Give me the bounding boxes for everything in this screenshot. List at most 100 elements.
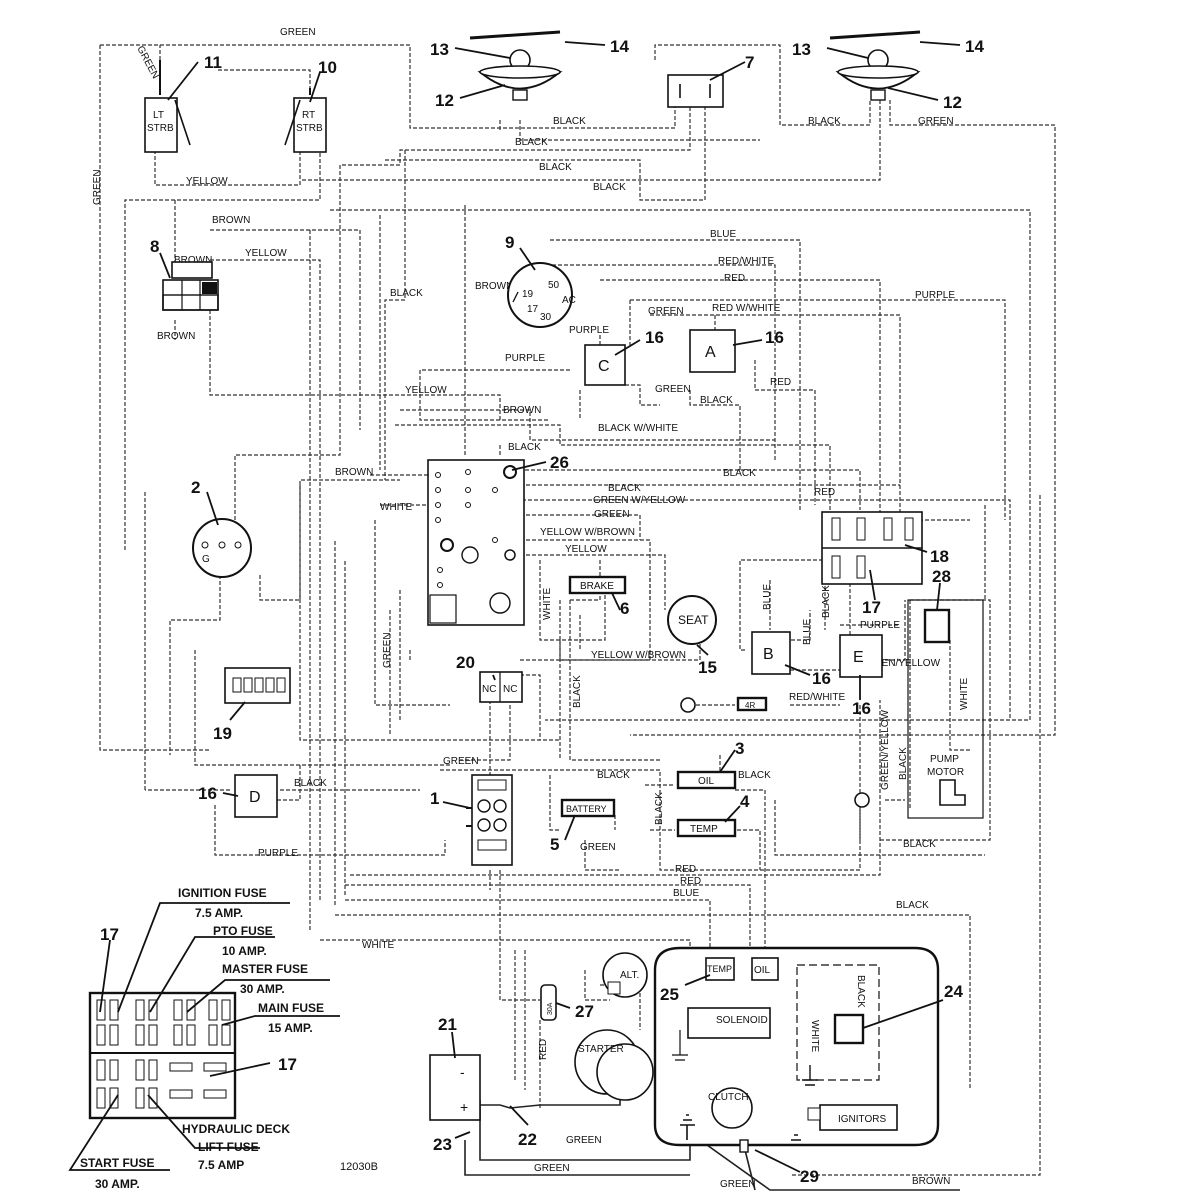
callout-number: 11 [204, 53, 222, 72]
callout-number: 15 [698, 658, 717, 677]
wire-label: GREEN [594, 509, 630, 520]
ignitors: IGNITORS [807, 1104, 898, 1131]
fuse-legend-rating: 15 AMP. [268, 1021, 313, 1035]
wire-label: GREEN [566, 1135, 602, 1146]
wire-label: RED [538, 1039, 549, 1060]
callout-number: 14 [610, 37, 629, 56]
wire-label: BLACK [898, 747, 909, 780]
fuse-legend-name: MASTER FUSE [222, 962, 308, 976]
svg-text:CLUTCH: CLUTCH [708, 1092, 749, 1103]
wire-label: GREEN [648, 306, 684, 317]
callout-number: 4 [740, 792, 750, 811]
battery-cables [464, 1090, 960, 1191]
wire-label: PURPLE [860, 620, 900, 631]
svg-text:BRAKE: BRAKE [580, 581, 614, 592]
svg-text:30: 30 [540, 312, 552, 323]
callout-number: 17 [278, 1055, 297, 1074]
svg-text:17: 17 [527, 304, 539, 315]
wire-label: BLACK [294, 778, 327, 789]
svg-text:SOLENOID: SOLENOID [716, 1015, 768, 1026]
svg-text:STARTER: STARTER [578, 1044, 624, 1055]
wire-label: WHITE [380, 502, 413, 513]
wire-label: GREEN [655, 384, 691, 395]
wire-label: GREEN/YELLOW [880, 709, 891, 790]
svg-text:BATTERY: BATTERY [566, 804, 607, 814]
drawing-number: 12030B [340, 1161, 378, 1173]
right-strobe-light: RT STRB [284, 88, 327, 153]
wire-label: GREEN/YELLOW [860, 658, 941, 669]
wire-label: RED [724, 273, 745, 284]
relay-b: B [751, 631, 791, 675]
relay-a: A [689, 329, 736, 373]
svg-text:RT: RT [302, 110, 315, 121]
main-connector [466, 774, 513, 866]
hour-meter: G [192, 518, 252, 578]
callout-number: 12 [943, 93, 962, 112]
callout-number: 17 [862, 598, 881, 617]
callout-number: 23 [433, 1135, 452, 1154]
wire-label: BLUE [802, 619, 813, 645]
temp-sender: TEMP [676, 818, 737, 838]
wire-label: GREEN [443, 756, 479, 767]
wire-label: GREEN [382, 632, 393, 668]
left-headlight [469, 30, 563, 101]
wire-label: BLACK [390, 288, 423, 299]
wire-label: BLACK [515, 137, 548, 148]
wire-label: BLACK [738, 770, 771, 781]
callout-number: 5 [550, 835, 559, 854]
relay-e: E [839, 634, 883, 678]
wire-label: BLUE [673, 888, 699, 899]
left-strobe-light: LT STRB [144, 60, 191, 153]
battery-indicator: BATTERY [560, 798, 616, 818]
callout-numbers: 11 10 13 14 12 7 13 14 12 8 9 16 16 2 26… [100, 37, 984, 1186]
relay-c: C [584, 344, 626, 386]
callout-number: 13 [792, 40, 811, 59]
wire-label: YELLOW W/BROWN [540, 527, 635, 538]
wire-label: GREEN [918, 116, 954, 127]
wire-label: RED/WHITE [789, 692, 845, 703]
seat-switch: SEAT [667, 595, 717, 645]
pto-clutch-lead [739, 1139, 749, 1153]
fuse-legend: IGNITION FUSE 7.5 AMP. PTO FUSE 10 AMP. … [68, 886, 340, 1191]
wire-label: YELLOW W/BROWN [591, 650, 686, 661]
switch-block [162, 261, 219, 311]
brake-switch: BRAKE [568, 575, 627, 595]
svg-text:50: 50 [548, 280, 560, 291]
wire-label: WHITE [959, 677, 970, 710]
wire-label: BLACK [597, 770, 630, 781]
svg-text:19: 19 [522, 289, 534, 300]
svg-text:-: - [460, 1064, 465, 1080]
wire-label: PURPLE [505, 353, 545, 364]
svg-text:AC: AC [562, 295, 576, 306]
wire-label: BROWN [503, 405, 541, 416]
wire-label: BROWN [157, 331, 195, 342]
callout-number: 24 [944, 982, 963, 1001]
fuse-block-18 [821, 511, 923, 585]
svg-text:PUMP: PUMP [930, 754, 959, 765]
fuse-legend-rating: 7.5 AMP [198, 1158, 244, 1172]
callout-number: 8 [150, 237, 159, 256]
wire-label: PURPLE [915, 290, 955, 301]
callout-number: 16 [198, 784, 217, 803]
pto-switch: NC NC [479, 671, 523, 703]
svg-text:BLACK: BLACK [855, 975, 866, 1008]
alternator: ALT. [602, 952, 648, 998]
svg-text:IGNITORS: IGNITORS [838, 1114, 886, 1125]
callout-number: 22 [518, 1130, 537, 1149]
wire-label: BROWN [912, 1176, 950, 1187]
wire-label: WHITE [542, 587, 553, 620]
fuse-legend-name: START FUSE [80, 1156, 154, 1170]
wire-label: BLACK [553, 116, 586, 127]
wire-label: GREEN [134, 44, 160, 81]
fuse-legend-name: PTO FUSE [213, 924, 273, 938]
callout-number: 20 [456, 653, 475, 672]
wire-label: BLACK [654, 792, 665, 825]
wire-label: RED [770, 377, 791, 388]
wire-label: GREEN [534, 1163, 570, 1174]
wire-label: PURPLE [569, 325, 609, 336]
callout-number: 21 [438, 1015, 457, 1034]
callout-number: 17 [100, 925, 119, 944]
right-headlight [829, 30, 921, 101]
hydraulic-solenoid [923, 608, 951, 644]
svg-text:STRB: STRB [296, 123, 323, 134]
